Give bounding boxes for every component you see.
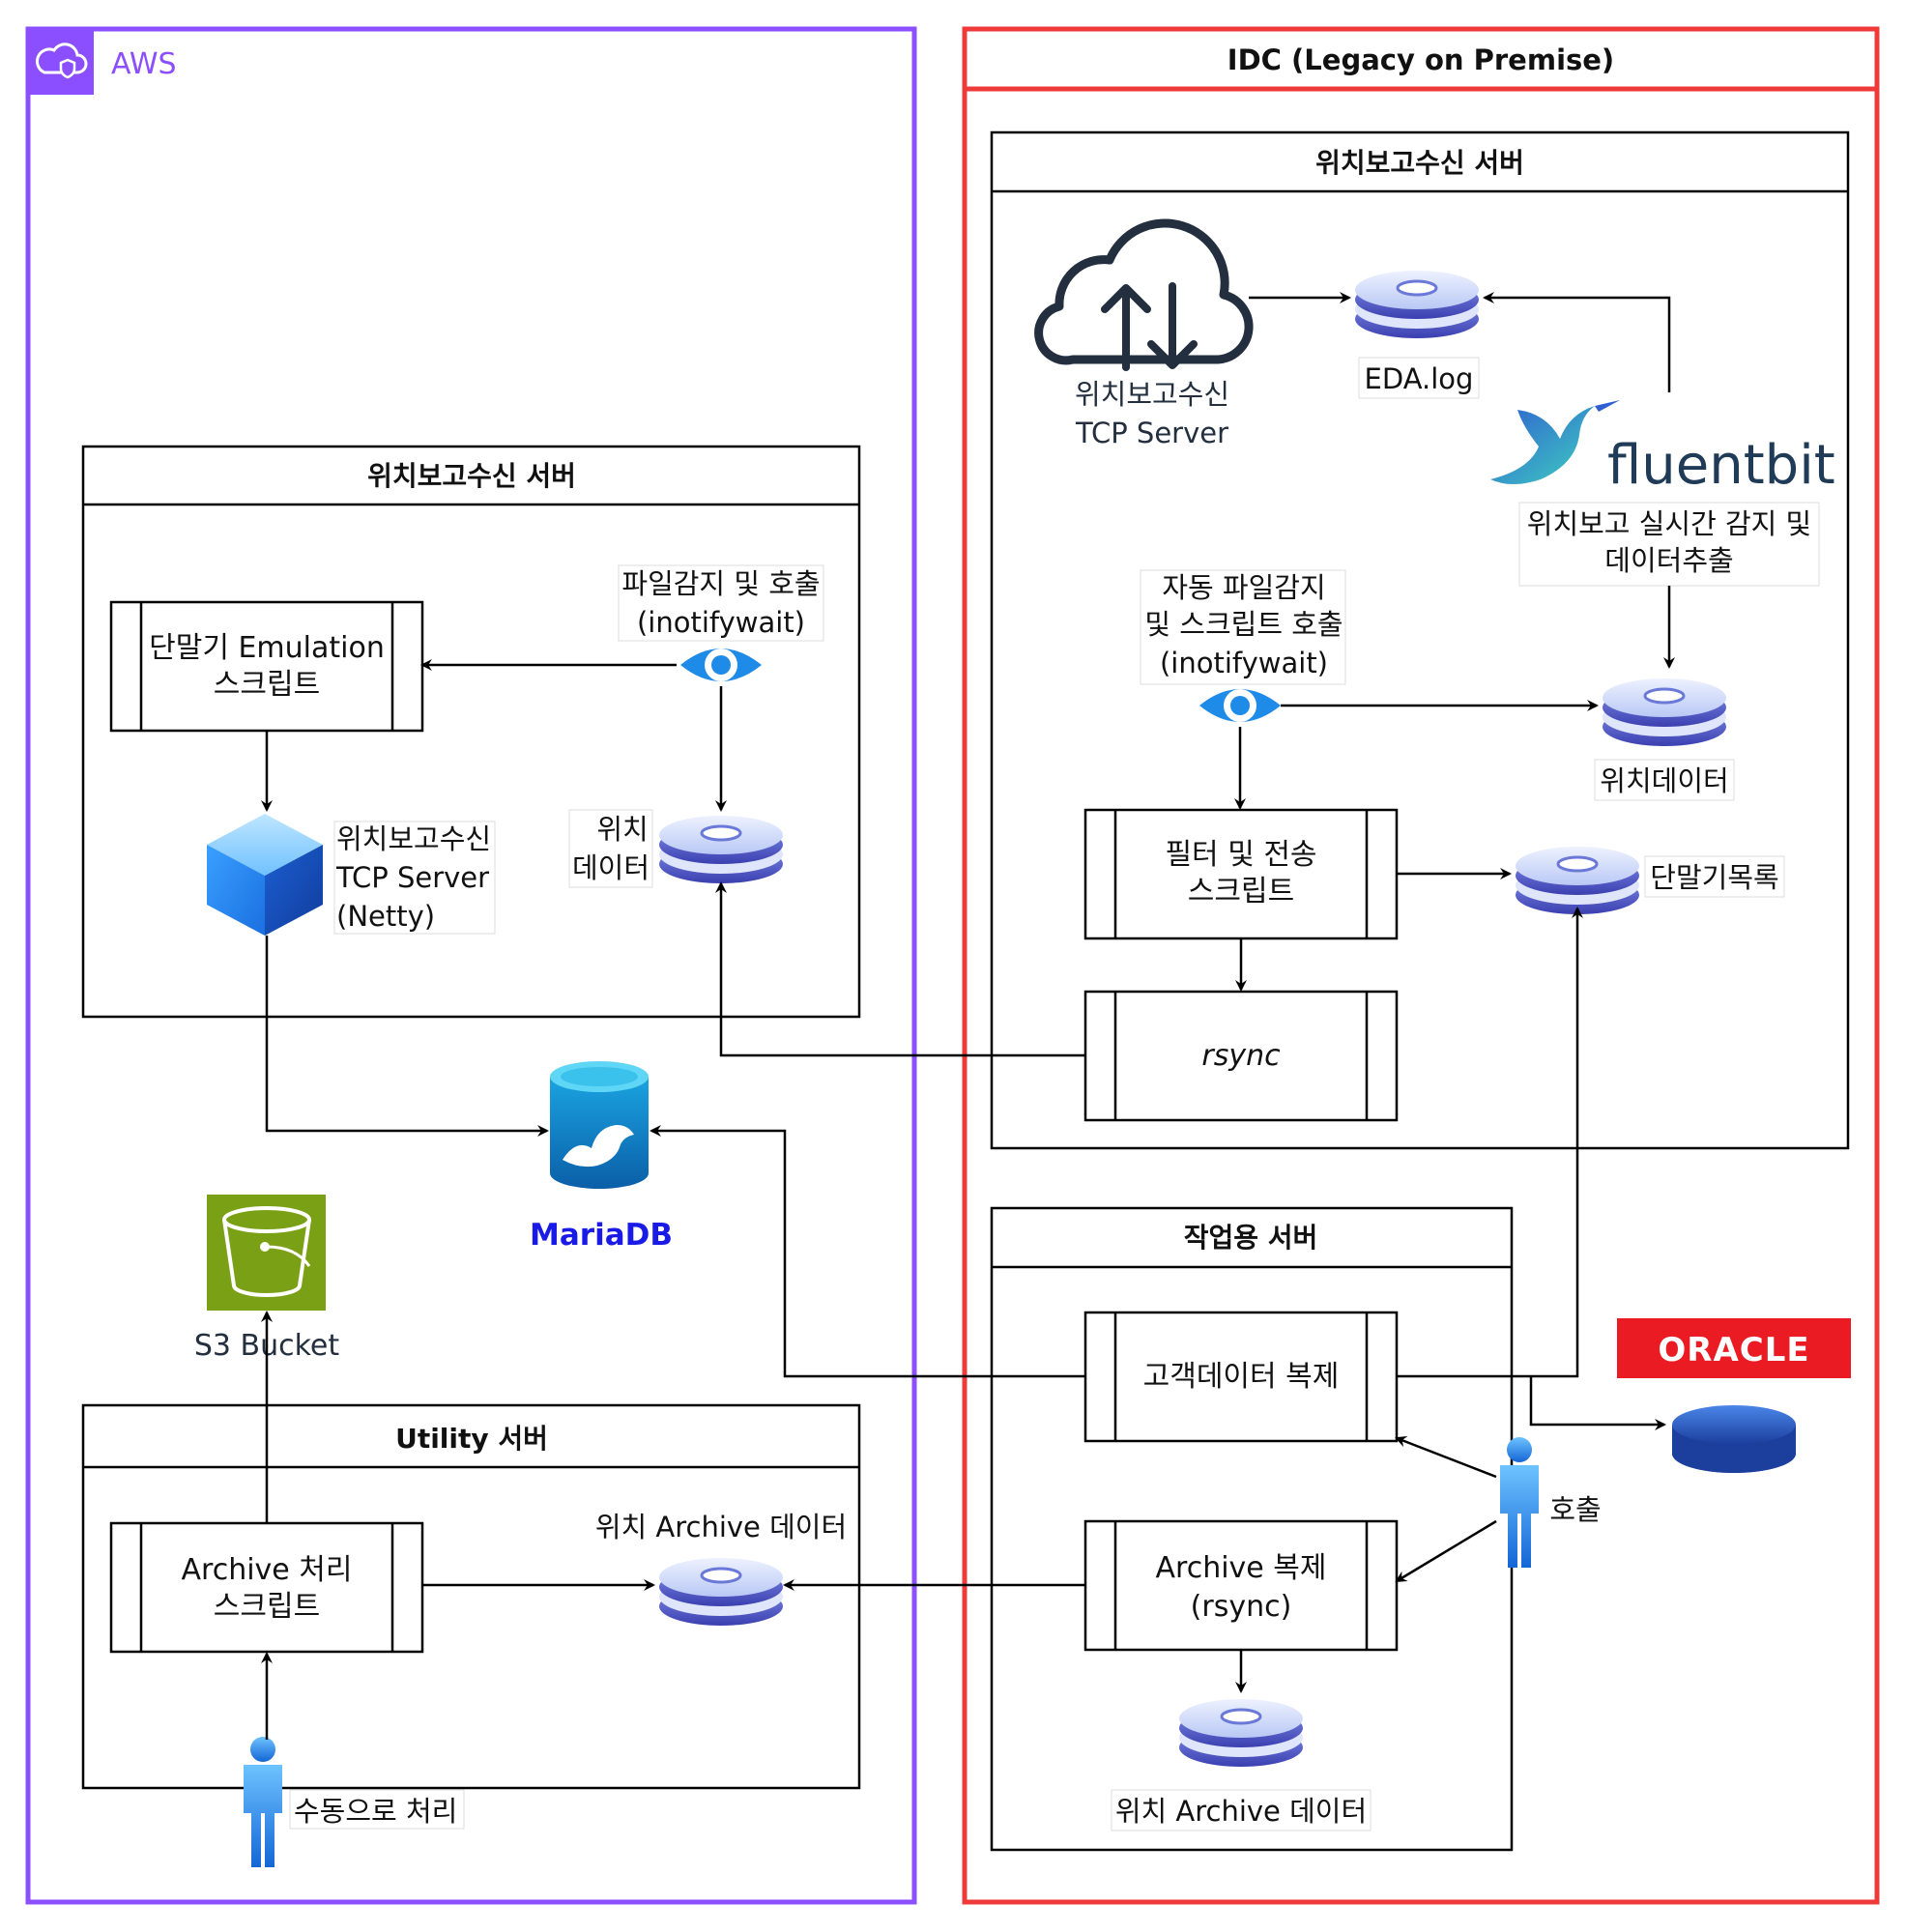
archive-copy: Archive 복제 (rsync) [1083,1519,1399,1652]
edge-customer-copy-to-terminal-list [1397,907,1583,1378]
archive-script: Archive 처리 스크립트 [109,1521,424,1654]
fluentbit-logo-text: fluentbit [1607,434,1835,497]
filter-script: 필터 및 전송 스크립트 [1083,808,1399,940]
fluentbit-label-line1: 위치보고 실시간 감지 및 [1527,507,1811,540]
emulation-script-line1: 단말기 Emulation [149,631,385,665]
edge-rsync-to-aws-data [715,881,1085,1057]
archive-copy-line1: Archive 복제 [1156,1551,1327,1585]
mariadb-label: MariaDB [530,1218,673,1253]
disk-icon [659,816,783,883]
rsync-label: rsync [1201,1039,1281,1073]
fluentbit-bird-icon [1490,400,1620,484]
aws-label: AWS [111,47,177,81]
call-label: 호출 [1549,1493,1601,1526]
oracle-logo-bg [1617,1318,1851,1378]
disk-icon [1603,678,1726,746]
tcp-server-label-line1: 위치보고수신 [336,822,491,855]
edge-call-to-customer-copy [1395,1436,1497,1479]
auto-watch-label-line2: 및 스크립트 호출 [1144,608,1343,641]
idc-border [962,26,1880,1905]
auto-watch-label-line1: 자동 파일감지 [1162,571,1325,604]
customer-copy-label: 고객데이터 복제 [1143,1360,1340,1394]
edge-call-to-archive-copy [1395,1519,1497,1583]
position-data-label-line1: 위치 [596,813,648,846]
work-server: 작업용 서버 고객데이터 복제 Archive 복제 (rsync) 위치 Ar… [990,1206,1514,1852]
eda-log-label: EDA.log [1365,362,1474,395]
aws-cloud-icon [28,29,94,95]
watch-label-line2: (inotifywait) [637,606,805,639]
idc-tcp-server-label-line1: 위치보고수신 [1075,378,1229,411]
idc-region: IDC (Legacy on Premise) [962,26,1880,1905]
position-data-label-line2: 데이터 [572,851,650,884]
idc-title: IDC (Legacy on Premise) [1227,43,1614,76]
customer-copy: 고객데이터 복제 [1083,1311,1399,1443]
cube-icon [207,814,323,936]
filter-script-line2: 스크립트 [1188,875,1294,908]
cloud-sync-icon [1034,218,1254,371]
eye-icon [1199,689,1281,722]
person-icon [244,1737,282,1867]
eye-icon [680,649,762,681]
disk-icon [659,1558,783,1626]
utility-server: Utility 서버 Archive 처리 스크립트 위치 Archive 데이… [81,1403,861,1867]
bucket-icon [207,1195,326,1311]
aws-position-server: 위치보고수신 서버 단말기 Emulation 스크립트 파일감지 및 호출 (… [81,445,861,1019]
idc-position-server: 위치보고수신 서버 위치보고수신 TCP Server EDA.log flue… [990,130,1850,1150]
tcp-server-label-line3: (Netty) [336,900,435,933]
terminal-list-label: 단말기목록 [1650,861,1778,894]
oracle-logo-text: ORACLE [1658,1331,1809,1370]
emulation-script: 단말기 Emulation 스크립트 [109,600,424,733]
work-archive-data-label: 위치 Archive 데이터 [1115,1795,1367,1828]
edge-fluentbit-to-eda [1483,292,1671,392]
aws-border [25,26,917,1905]
archive-copy-line2: (rsync) [1191,1590,1292,1624]
edge-customer-copy-to-oracle [1529,1376,1666,1430]
disk-icon [1179,1699,1303,1767]
idc-tcp-server-label-line2: TCP Server [1075,417,1228,449]
edge-customer-copy-to-mariadb [650,1125,1085,1378]
filter-script-line1: 필터 및 전송 [1165,838,1316,872]
mariadb: MariaDB [530,1061,673,1253]
manual-label: 수동으로 처리 [294,1795,457,1828]
mariadb-icon [550,1061,649,1189]
work-server-title: 작업용 서버 [1184,1222,1318,1254]
person-icon [1500,1437,1539,1568]
rsync-process: rsync [1083,990,1399,1122]
idc-position-data-label: 위치데이터 [1600,764,1728,797]
connectors [261,292,1675,1740]
archive-script-line2: 스크립트 [214,1590,320,1624]
fluentbit-label-line2: 데이터추출 [1604,544,1733,577]
tcp-server-label-line2: TCP Server [335,861,489,894]
aws-position-server-title: 위치보고수신 서버 [367,460,576,492]
utility-server-title: Utility 서버 [395,1423,548,1455]
oracle: ORACLE [1617,1318,1851,1473]
utility-archive-data-label: 위치 Archive 데이터 [595,1511,847,1543]
emulation-script-line2: 스크립트 [214,668,320,702]
auto-watch-label-line3: (inotifywait) [1160,647,1328,679]
aws-region: AWS [25,26,917,1905]
disk-icon [1516,847,1639,914]
database-icon [1672,1405,1796,1473]
archive-script-line1: Archive 처리 [182,1553,353,1587]
disk-icon [1355,271,1479,338]
edge-tcp-to-mariadb [265,936,549,1137]
watch-label-line1: 파일감지 및 호출 [621,567,820,600]
idc-position-server-title: 위치보고수신 서버 [1315,147,1524,179]
